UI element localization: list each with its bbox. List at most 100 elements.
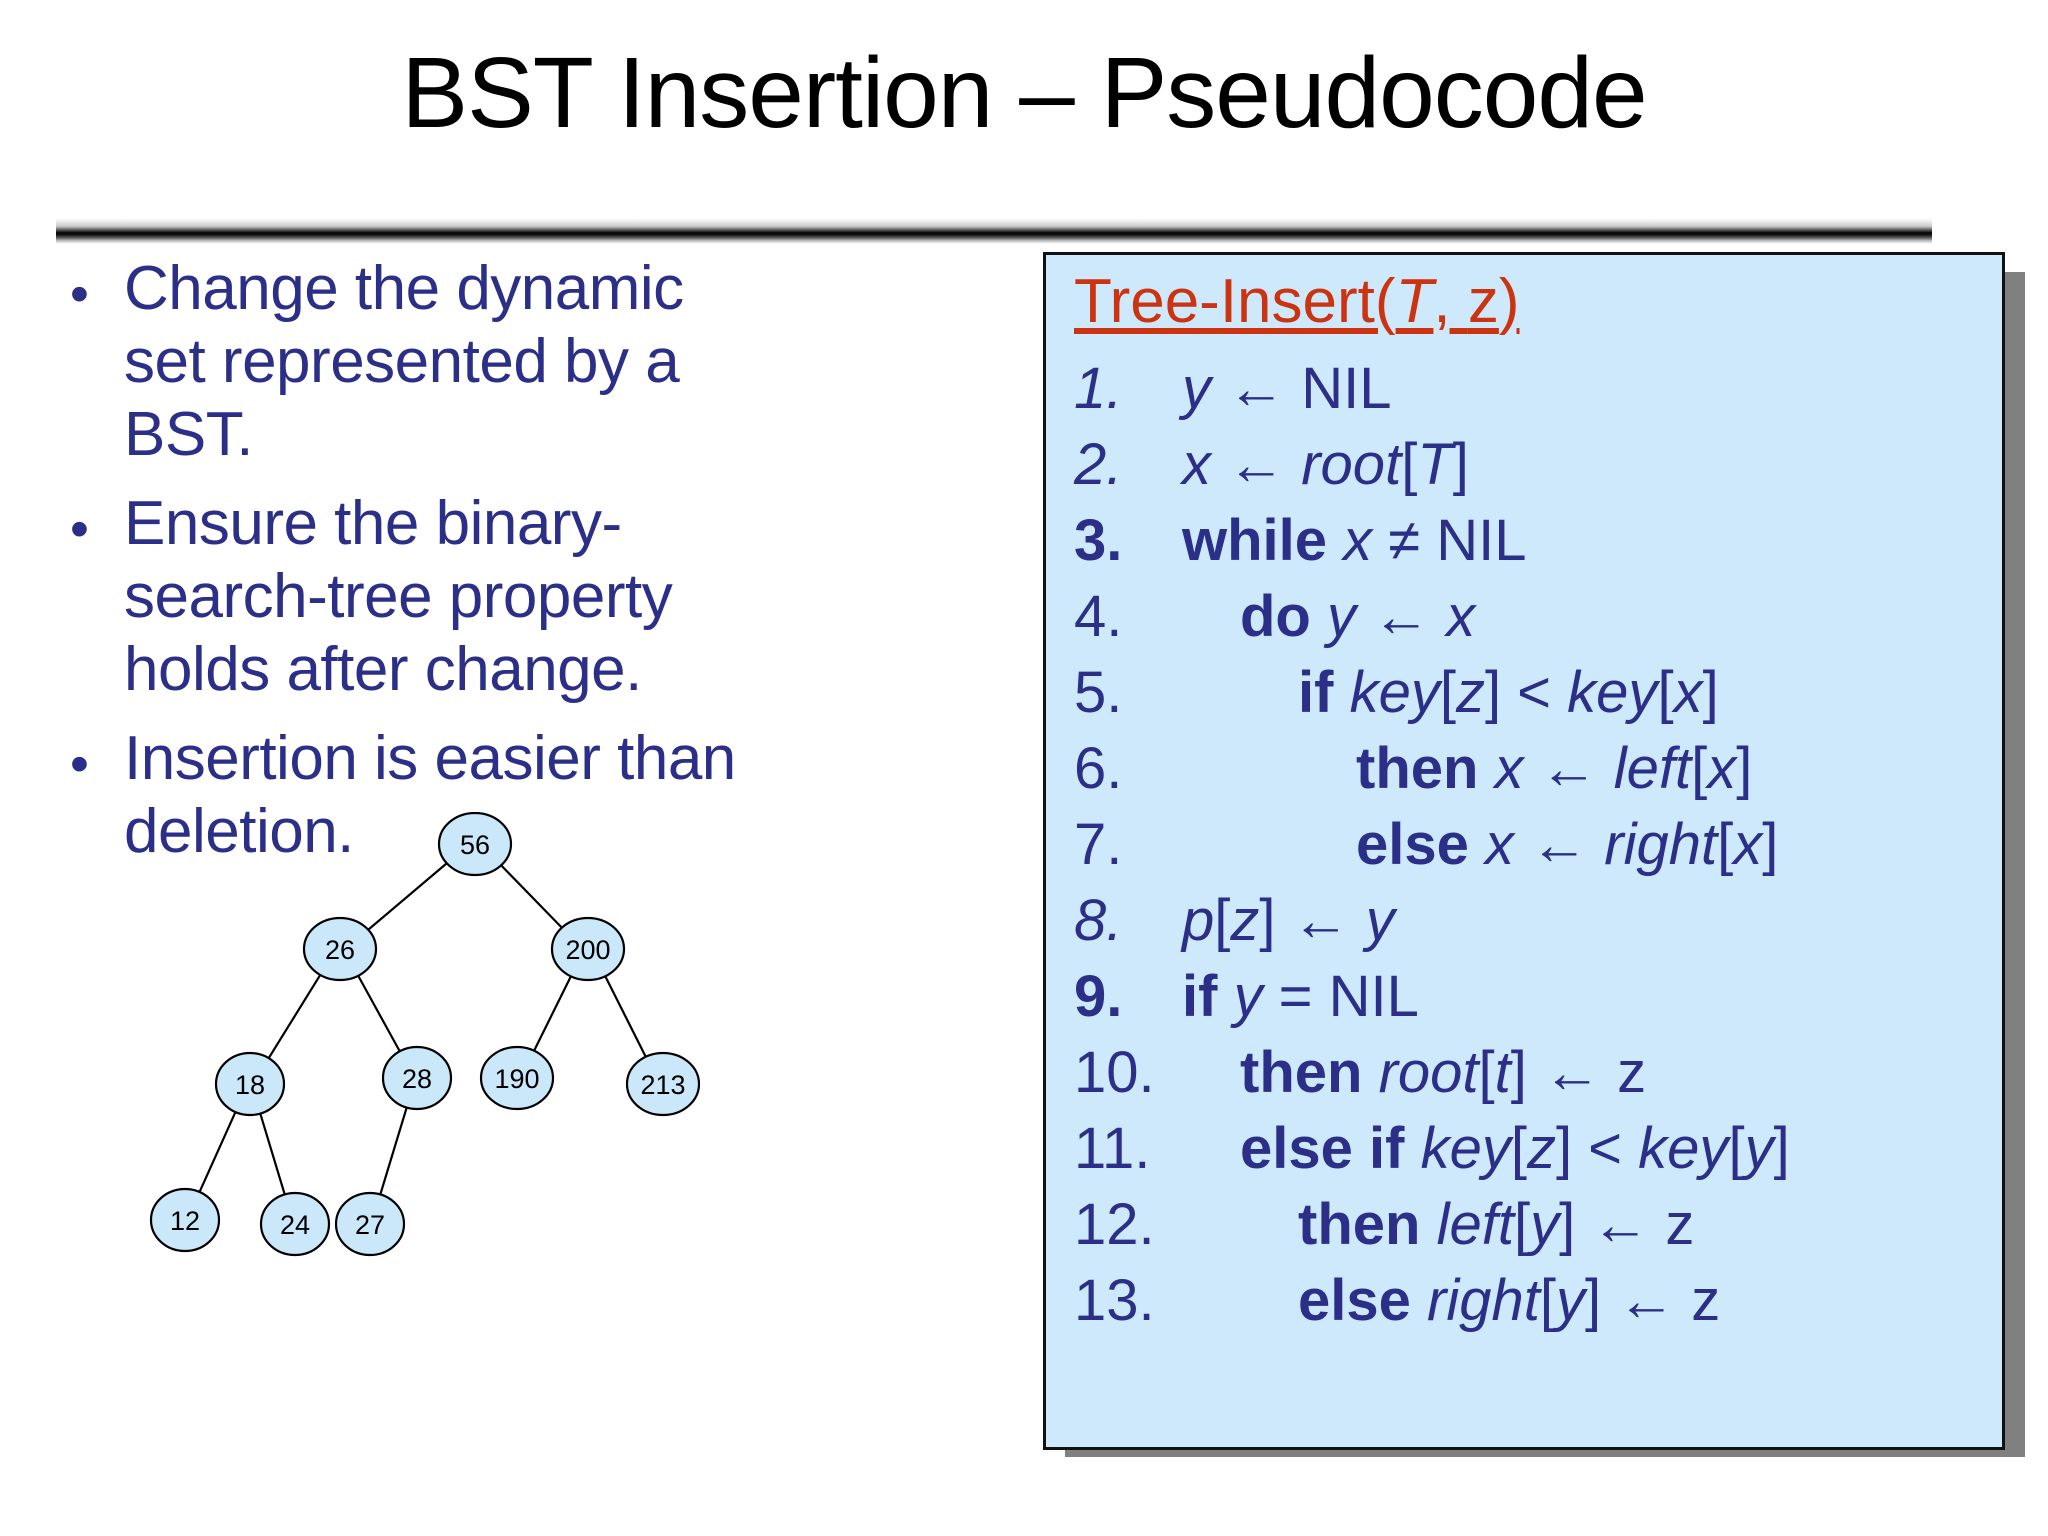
code-token: key <box>1567 660 1658 725</box>
tree-node-ellipse <box>214 1051 286 1117</box>
code-token: [ <box>1478 1040 1495 1105</box>
code-token: p <box>1182 888 1215 953</box>
bullet-dot-icon: • <box>70 734 89 794</box>
code-token: ← <box>1514 812 1605 877</box>
tree-node-label: 28 <box>402 1064 432 1094</box>
code-token: [ <box>1691 736 1708 801</box>
code-token: y <box>1233 964 1263 1029</box>
tree-node: 24 <box>259 1191 331 1257</box>
pseudocode-line-body: if key[z] < key[x] <box>1182 655 1998 731</box>
code-token: x <box>1494 736 1524 801</box>
code-token: x <box>1182 432 1211 497</box>
tree-node-ellipse <box>381 1045 453 1111</box>
code-token <box>1478 736 1494 801</box>
pseudocode-line-number: 6. <box>1074 736 1123 801</box>
code-token: y <box>1744 1116 1774 1181</box>
tree-node-label: 200 <box>565 935 610 965</box>
pseudocode-line-number: 13. <box>1074 1268 1155 1333</box>
pseudocode-line-body: y ← NIL <box>1182 351 1998 427</box>
code-token: ] < <box>1484 660 1568 725</box>
pseudocode-line-body: if y = NIL <box>1182 959 1998 1035</box>
tree-node: 12 <box>149 1187 221 1253</box>
code-token: else if <box>1240 1116 1405 1181</box>
code-token: [ <box>1728 1116 1745 1181</box>
code-token: if <box>1182 964 1218 1029</box>
tree-node: 213 <box>625 1051 701 1117</box>
code-token: ← <box>1355 584 1447 649</box>
code-token: z <box>1526 1116 1556 1181</box>
tree-node-label: 190 <box>494 1064 539 1094</box>
tree-node: 26 <box>302 916 378 982</box>
pseudocode-line-body: then root[t] ← z <box>1182 1035 1998 1111</box>
tree-edge <box>197 1109 238 1195</box>
code-token: x <box>1485 812 1515 877</box>
code-token: t <box>1494 1040 1511 1105</box>
tree-node-ellipse <box>550 916 626 982</box>
tree-node: 56 <box>437 812 513 877</box>
pseudocode-line-number: 8. <box>1074 888 1123 953</box>
code-token: [ <box>1717 812 1734 877</box>
bullet-dot-icon: • <box>70 264 89 324</box>
tree-edge <box>365 860 450 933</box>
pseudocode-line-number: 9. <box>1074 964 1123 1029</box>
code-token: x <box>1733 812 1763 877</box>
code-token: [ <box>1539 1268 1556 1333</box>
code-token: [ <box>1439 660 1456 725</box>
pseudocode-line-body: x ← root[T] <box>1182 427 1998 503</box>
bullet-text: Ensure the binary-search-tree property h… <box>124 489 673 704</box>
tree-node-ellipse <box>625 1051 701 1117</box>
code-token: left <box>1436 1192 1514 1257</box>
tree-node-label: 12 <box>170 1206 200 1236</box>
code-token: ] ← z <box>1510 1040 1647 1105</box>
pseudocode-line-number: 11. <box>1074 1116 1151 1181</box>
code-token <box>1469 812 1485 877</box>
pseudocode-line: 5.if key[z] < key[x] <box>1062 655 1998 731</box>
code-token: [ <box>1214 888 1231 953</box>
code-token <box>1420 1192 1436 1257</box>
code-token: ] <box>1773 1116 1790 1181</box>
pseudocode-line: 7.else x ← right[x] <box>1062 807 1998 883</box>
code-token: else <box>1298 1268 1411 1333</box>
code-token: [ <box>1510 1116 1527 1181</box>
pseudocode-line-number: 1. <box>1074 356 1123 421</box>
pseudocode-line-body: while x ≠ NIL <box>1182 503 1998 579</box>
pseudocode-line-number: 10. <box>1074 1040 1155 1105</box>
code-token: y <box>1365 888 1395 953</box>
code-token: x <box>1707 736 1737 801</box>
pseudocode-line-body: then x ← left[x] <box>1182 731 1998 807</box>
code-token: [ <box>1513 1192 1531 1257</box>
tree-node-ellipse <box>437 812 513 877</box>
code-token: root <box>1378 1040 1479 1105</box>
pseudocode-line-body: p[z] ← y <box>1182 883 1998 959</box>
tree-node-label: 213 <box>640 1070 685 1100</box>
bullet-list: •Change the dynamic set represented by a… <box>60 252 780 884</box>
tree-node-label: 24 <box>280 1210 310 1240</box>
bst-tree-svg: 56 26 200 18 28 190 213 12 24 27 <box>149 812 701 1257</box>
pseudocode-line: 9. if y = NIL <box>1062 959 1998 1035</box>
code-token: T <box>1417 432 1453 497</box>
code-token <box>1404 1116 1420 1181</box>
title-divider <box>56 218 1932 244</box>
tree-node: 27 <box>334 1191 406 1257</box>
code-token: ] < <box>1555 1116 1639 1181</box>
heading-prefix: Tree-Insert( <box>1074 267 1396 336</box>
tree-node-ellipse <box>479 1045 555 1111</box>
code-token: z <box>1455 660 1485 725</box>
heading-suffix: ) <box>1498 267 1520 336</box>
tree-node-label: 18 <box>235 1070 265 1100</box>
tree-edge <box>356 972 402 1055</box>
heading-param-T: T <box>1395 267 1434 336</box>
bullet-text: Insertion is easier than deletion. <box>124 724 736 866</box>
pseudocode-line: 8. p[z] ← y <box>1062 883 1998 959</box>
code-token <box>1362 1040 1378 1105</box>
pseudocode-line: 6. then x ← left[x] <box>1062 731 1998 807</box>
pseudocode-line-number: 4. <box>1074 584 1123 649</box>
pseudocode-line-body: else x ← right[x] <box>1182 807 1998 883</box>
code-token: x <box>1673 660 1703 725</box>
code-token: ] ← <box>1259 888 1366 953</box>
tree-edge <box>266 972 323 1061</box>
pseudocode-line: 13.else right[y] ← z <box>1062 1263 1998 1339</box>
code-token: then <box>1240 1040 1363 1105</box>
